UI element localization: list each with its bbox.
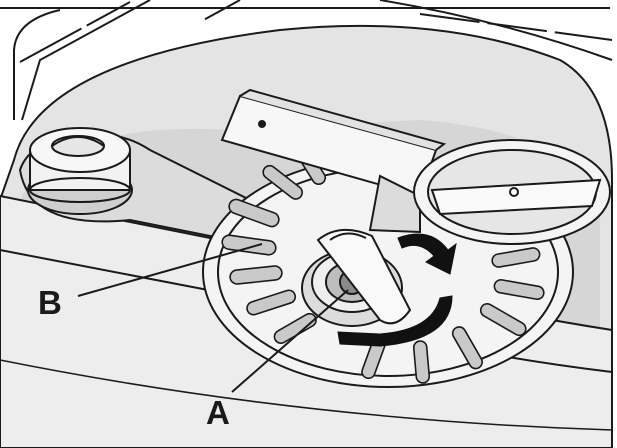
callout-label-b: B	[38, 284, 62, 321]
turn-arrows	[337, 233, 457, 347]
front-rim-lower	[0, 359, 613, 431]
arrow-upper	[397, 233, 457, 275]
fine-filter-cylinder	[301, 229, 412, 327]
spray-arm	[220, 88, 447, 234]
leader-line-b	[77, 243, 263, 297]
arrow-lower	[337, 295, 453, 347]
callout-label-a: A	[206, 394, 230, 431]
spray-arm-hub	[413, 139, 611, 245]
rinse-aid-cap	[18, 127, 254, 242]
tub-walls	[0, 0, 613, 121]
leader-line-a	[231, 289, 349, 393]
